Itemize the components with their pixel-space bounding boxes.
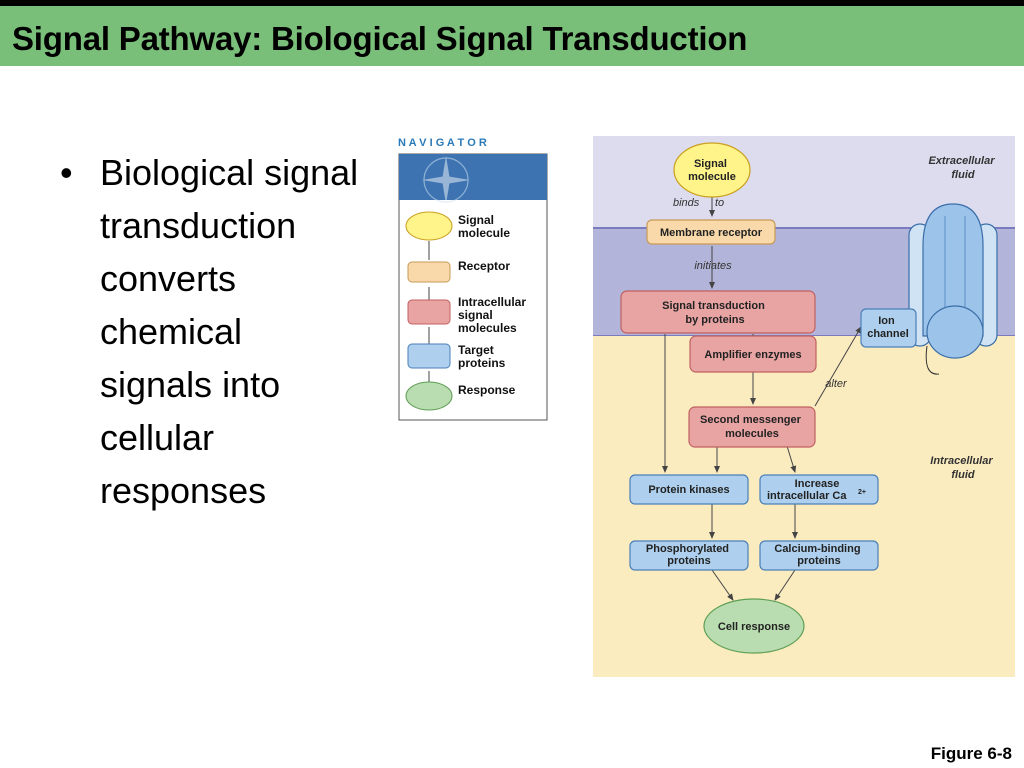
edge-label-binds: binds (673, 197, 700, 209)
navigator-label: Response (458, 383, 516, 397)
navigator-label: molecules (458, 321, 517, 335)
navigator-swatch (405, 381, 453, 411)
svg-text:Protein kinases: Protein kinases (648, 484, 729, 496)
node-increase-calcium: Increase intracellular Ca 2+ (759, 474, 879, 505)
node-cell-response: Cell response (703, 598, 805, 654)
navigator-label: molecule (458, 226, 510, 240)
node-signal-molecule: Signal molecule (673, 142, 751, 198)
intracellular-region (593, 336, 1015, 677)
svg-text:Amplifier enzymes: Amplifier enzymes (704, 349, 801, 361)
svg-text:Ion channel: Ion channel (867, 315, 909, 340)
page-title: Signal Pathway: Biological Signal Transd… (12, 20, 748, 57)
edge-label-alter: alter (825, 378, 848, 390)
title-bar: Signal Pathway: Biological Signal Transd… (0, 0, 1024, 66)
node-amplifier-enzymes: Amplifier enzymes (689, 335, 817, 373)
svg-text:Membrane receptor: Membrane receptor (660, 227, 763, 239)
navigator-swatch (407, 299, 451, 325)
svg-text:Increase: Increase (795, 478, 840, 490)
navigator-swatch (405, 211, 453, 241)
pathway-arrows (662, 196, 862, 601)
node-phosphorylated-proteins: Phosphorylated proteins (629, 540, 749, 571)
node-calcium-binding-proteins: Calcium-binding proteins (759, 540, 879, 571)
compass-icon (422, 156, 470, 204)
svg-text:Second messenger molecul: Second messenger molecules (700, 414, 804, 440)
navigator-label: Receptor (458, 259, 510, 273)
compass-image (399, 154, 547, 200)
svg-text:Cell response: Cell response (718, 621, 790, 633)
svg-text:Signal molecule: Signal molecule (688, 158, 736, 183)
ca-superscript: 2+ (858, 489, 866, 496)
bullet-marker: • (60, 152, 73, 193)
extracellular-label: Extracellular fluid (928, 155, 997, 181)
navigator-item: Response (405, 381, 516, 411)
svg-text:intracellular Ca: intracellular Ca (767, 490, 847, 502)
navigator-swatch (407, 261, 451, 283)
svg-text:Calcium-binding proteins: Calcium-binding proteins (774, 543, 863, 567)
navigator-header: N A V I G A T O R (398, 137, 487, 149)
intracellular-label: Intracellular fluid (930, 455, 995, 481)
navigator-label: Signal (458, 213, 494, 227)
navigator-label: signal (458, 308, 493, 322)
node-membrane-receptor: Membrane receptor (646, 219, 776, 245)
edge-label-to: to (715, 197, 724, 209)
navigator-label: proteins (458, 356, 506, 370)
svg-text:Signal transduction by p: Signal transduction by proteins (662, 300, 768, 326)
figure-label: Figure 6-8 (930, 744, 1012, 763)
navigator-label: Target (458, 343, 494, 357)
edge-label-initiates: initiates (694, 260, 732, 272)
navigator-item: Receptor (407, 259, 510, 283)
navigator-panel: N A V I G A T O R SignalmoleculeReceptor… (398, 137, 548, 421)
svg-text:Phosphorylated proteins: Phosphorylated proteins (646, 543, 732, 567)
ion-channel-graphic (908, 203, 998, 375)
node-second-messenger: Second messenger molecules (688, 406, 816, 448)
node-ion-channel: Ion channel (860, 308, 917, 348)
bullet-text: Biological signal transduction converts … (100, 152, 359, 511)
pathway-diagram: Extracellular fluid Intracellular fluid … (593, 136, 1015, 677)
node-signal-transduction: Signal transduction by proteins (620, 290, 816, 334)
navigator-swatch (407, 343, 451, 369)
navigator-label: Intracellular (458, 295, 526, 309)
node-protein-kinases: Protein kinases (629, 474, 749, 505)
